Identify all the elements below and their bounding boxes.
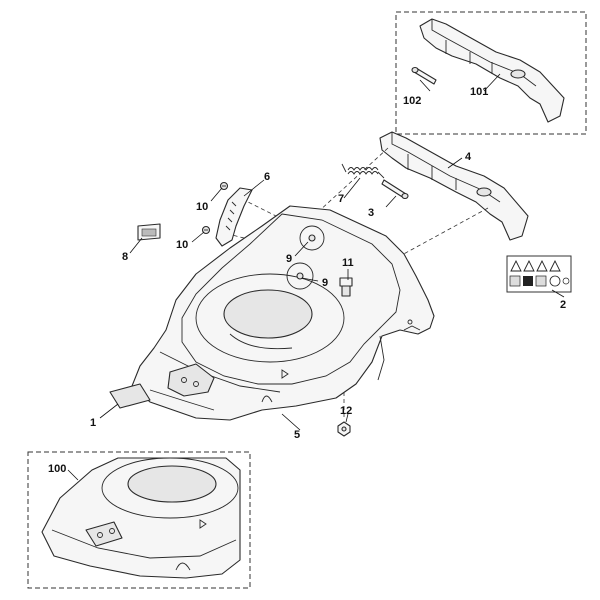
handle-grip-6: [215, 187, 253, 247]
inset-frame-bottom: [27, 451, 251, 589]
screw-10-lower: [201, 225, 211, 235]
label-3: 3: [368, 207, 374, 219]
decal-8: [137, 223, 161, 241]
label-11: 11: [342, 257, 354, 269]
mower-deck-5: [131, 205, 435, 421]
label-6: 6: [264, 171, 270, 183]
inset-handle-assembly: [395, 11, 587, 135]
inset-frame-top: [395, 11, 587, 135]
label-9-lower: 9: [322, 277, 328, 289]
label-12: 12: [340, 405, 352, 417]
label-1: 1: [90, 417, 96, 429]
label-5: 5: [294, 429, 300, 441]
label-9-upper: 9: [286, 253, 292, 265]
warning-label-2: [506, 255, 572, 293]
bracket-knob: [510, 69, 526, 79]
label-10-upper: 10: [196, 201, 208, 213]
pin-3: [381, 179, 409, 200]
label-8: 8: [122, 251, 128, 263]
label-10-lower: 10: [176, 239, 188, 251]
deck-opening: [223, 289, 313, 339]
label-102: 102: [403, 95, 421, 107]
bolt-11: [339, 277, 353, 297]
plate-1: [109, 383, 151, 409]
label-7: 7: [338, 193, 344, 205]
screw-10-upper: [219, 181, 229, 191]
inset-deck-front: [27, 451, 251, 589]
label-101: 101: [470, 86, 488, 98]
nut-12: [337, 421, 351, 437]
spring-7: [341, 163, 385, 179]
handle-bracket-4: [379, 131, 529, 241]
label-2: 2: [560, 299, 566, 311]
label-100: 100: [48, 463, 66, 475]
label-4: 4: [465, 151, 472, 163]
